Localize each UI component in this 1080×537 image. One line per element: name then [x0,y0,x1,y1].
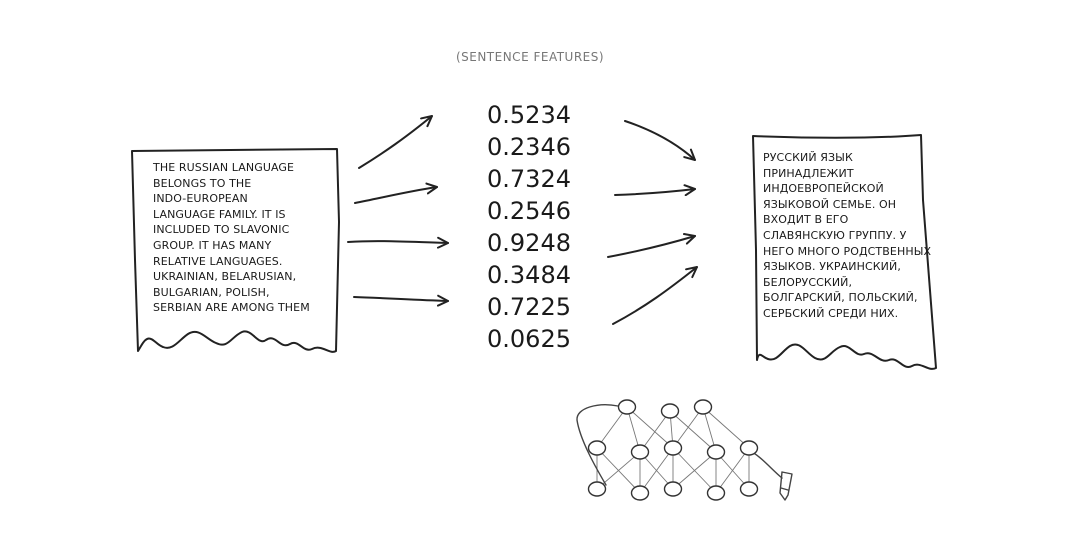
network-node [587,440,607,456]
network-feedback-loop [576,404,619,486]
feature-value: 0.0625 [487,325,571,353]
input-arrow [354,182,438,204]
network-node [693,399,713,415]
network-node [587,481,607,497]
feature-value: 0.7324 [487,165,571,193]
feature-value: 0.2346 [487,133,571,161]
feature-value: 0.2546 [487,197,571,225]
input-arrows [347,115,449,307]
network-edge [626,406,674,449]
network-edge [596,451,641,490]
network-node [706,485,726,501]
sentence-features-caption: (SENTENCE FEATURES) [455,50,605,64]
network-node [660,403,680,419]
input-arrow [353,294,449,307]
output-arrows [607,120,698,325]
target-document-paper [752,134,937,370]
feature-value: 0.3484 [487,261,571,289]
network-edge [702,406,750,449]
output-arrow [614,184,696,197]
neural-network-sketch [576,399,793,501]
network-edge [639,447,674,494]
network-edge [669,410,717,453]
network-node [739,440,759,456]
output-arrow [612,266,698,325]
network-edge [715,447,750,494]
source-document-text: THE RUSSIAN LANGUAGE BELONGS TO THE INDO… [153,161,310,315]
network-node [630,444,650,460]
network-node [663,481,683,497]
feature-value: 0.9248 [487,229,571,257]
output-arrow [607,233,696,258]
feature-value: 0.5234 [487,101,571,129]
network-edge [672,406,704,449]
network-edge [596,406,628,449]
target-document-text: РУССКИЙ ЯЗЫК ПРИНАДЛЕЖИТ ИНДОЕВРОПЕЙСКОЙ… [763,151,932,320]
network-edge [639,410,671,453]
feature-value: 0.7225 [487,293,571,321]
source-document-paper [131,148,340,353]
network-node [630,485,650,501]
input-arrow [347,236,449,249]
network-node [663,440,683,456]
network-nodes [587,399,759,501]
output-arrow [624,120,696,161]
network-node [739,481,759,497]
network-node [617,399,637,415]
pencil-icon [779,471,793,501]
network-edge [672,451,717,490]
input-arrow [358,115,433,169]
feature-vector: 0.5234 0.2346 0.7324 0.2546 0.9248 0.348… [478,99,588,355]
network-node [706,444,726,460]
